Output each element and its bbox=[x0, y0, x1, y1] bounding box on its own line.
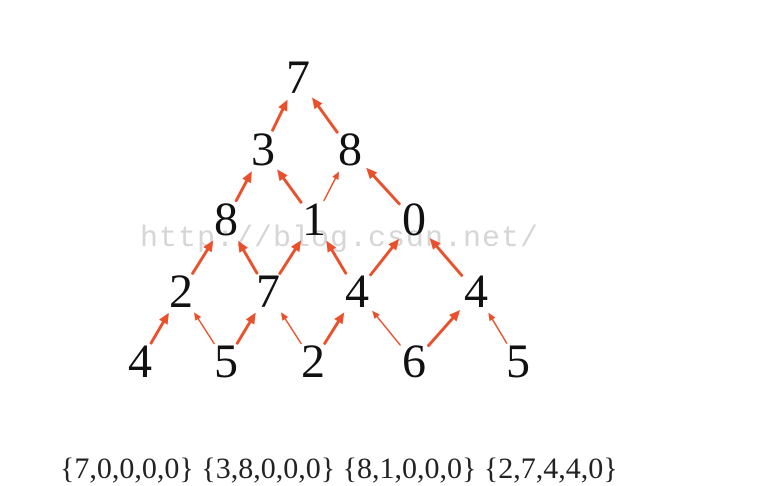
arrow-3-0-to-2-0 bbox=[191, 240, 214, 275]
arrow-head bbox=[334, 312, 345, 325]
triangle-number-r3-c0: 2 bbox=[169, 265, 193, 318]
arrow-shaft bbox=[191, 244, 212, 275]
arrow-shaft bbox=[271, 104, 287, 132]
triangle-number-r4-c3: 6 bbox=[402, 335, 426, 388]
triangle-number-r1-c1: 8 bbox=[338, 123, 362, 176]
arrow-head bbox=[488, 312, 496, 322]
arrow-shaft bbox=[279, 173, 303, 204]
arrow-4-2-to-3-2 bbox=[323, 312, 345, 345]
arrow-head bbox=[366, 167, 378, 180]
arrow-head bbox=[158, 312, 169, 325]
arrow-4-3-to-3-3 bbox=[427, 309, 461, 348]
triangle-number-r2-c2: 0 bbox=[402, 193, 426, 246]
arrow-shaft bbox=[374, 313, 401, 346]
arrow-1-1-to-0-0 bbox=[312, 97, 339, 134]
arrow-shaft bbox=[427, 313, 458, 348]
arrow-head bbox=[290, 240, 302, 253]
arrow-shaft bbox=[234, 175, 251, 203]
arrow-shaft bbox=[314, 101, 339, 134]
caption-text: {7,0,0,0,0} {3,8,0,0,0} {8,1,0,0,0} {2,7… bbox=[60, 452, 618, 485]
triangle-number-r4-c0: 4 bbox=[128, 335, 152, 388]
arrow-shaft bbox=[235, 316, 254, 345]
arrow-head bbox=[388, 238, 400, 251]
arrow-1-0-to-0-0 bbox=[271, 99, 288, 132]
arrow-head bbox=[277, 169, 288, 182]
triangle-number-r4-c1: 5 bbox=[214, 335, 238, 388]
arrow-3-2-to-2-1 bbox=[326, 240, 348, 275]
arrow-shaft bbox=[490, 315, 508, 344]
arrow-head bbox=[326, 240, 337, 253]
arrow-shaft bbox=[149, 316, 168, 345]
triangle-number-r3-c2: 4 bbox=[345, 265, 369, 318]
arrow-3-3-to-2-2 bbox=[429, 238, 464, 277]
arrow-head bbox=[332, 171, 340, 181]
arrow-head bbox=[312, 97, 323, 110]
arrow-3-1-to-2-0 bbox=[238, 240, 259, 275]
arrow-head bbox=[193, 312, 202, 321]
arrow-head bbox=[449, 309, 461, 322]
arrow-3-2-to-2-2 bbox=[369, 238, 400, 277]
arrow-4-2-to-3-1 bbox=[280, 312, 302, 345]
arrow-head bbox=[372, 310, 380, 320]
triangle-number-r1-c0: 3 bbox=[251, 123, 275, 176]
arrow-shaft bbox=[323, 316, 343, 345]
arrow-2-1-to-1-0 bbox=[277, 169, 303, 204]
triangle-number-r3-c3: 4 bbox=[464, 265, 488, 318]
arrow-shaft bbox=[239, 244, 259, 275]
arrow-head bbox=[238, 240, 248, 253]
triangle-number-r3-c1: 7 bbox=[256, 265, 280, 318]
arrow-shaft bbox=[328, 244, 348, 275]
triangle-number-r2-c0: 8 bbox=[214, 193, 238, 246]
arrow-3-1-to-2-1 bbox=[278, 240, 302, 275]
arrow-shaft bbox=[432, 241, 464, 277]
arrow-4-0-to-3-0 bbox=[149, 312, 169, 345]
arrow-2-1-to-1-1 bbox=[323, 171, 340, 202]
arrow-2-0-to-1-0 bbox=[234, 171, 252, 203]
arrow-4-3-to-3-2 bbox=[372, 310, 401, 346]
arrow-shaft bbox=[369, 242, 397, 277]
arrow-shaft bbox=[282, 315, 302, 345]
arrow-4-4-to-3-3 bbox=[488, 312, 508, 344]
arrow-shaft bbox=[278, 244, 300, 275]
triangle-number-r4-c4: 5 bbox=[506, 335, 530, 388]
arrow-4-1-to-3-1 bbox=[235, 312, 256, 345]
arrow-head bbox=[245, 312, 256, 325]
triangle-number-r2-c1: 1 bbox=[302, 193, 326, 246]
triangle-number-r0-c0: 7 bbox=[286, 51, 310, 104]
arrow-head bbox=[278, 99, 288, 112]
arrow-head bbox=[203, 240, 214, 253]
arrow-head bbox=[242, 171, 252, 184]
arrow-layer bbox=[149, 97, 508, 348]
arrow-4-1-to-3-0 bbox=[193, 312, 215, 345]
arrow-2-2-to-1-1 bbox=[366, 167, 401, 206]
arrow-shaft bbox=[195, 315, 215, 345]
arrow-head bbox=[429, 238, 441, 250]
arrow-shaft bbox=[369, 171, 401, 206]
arrow-shaft bbox=[323, 174, 338, 202]
triangle-number-r4-c2: 2 bbox=[301, 335, 325, 388]
arrow-head bbox=[280, 312, 289, 321]
